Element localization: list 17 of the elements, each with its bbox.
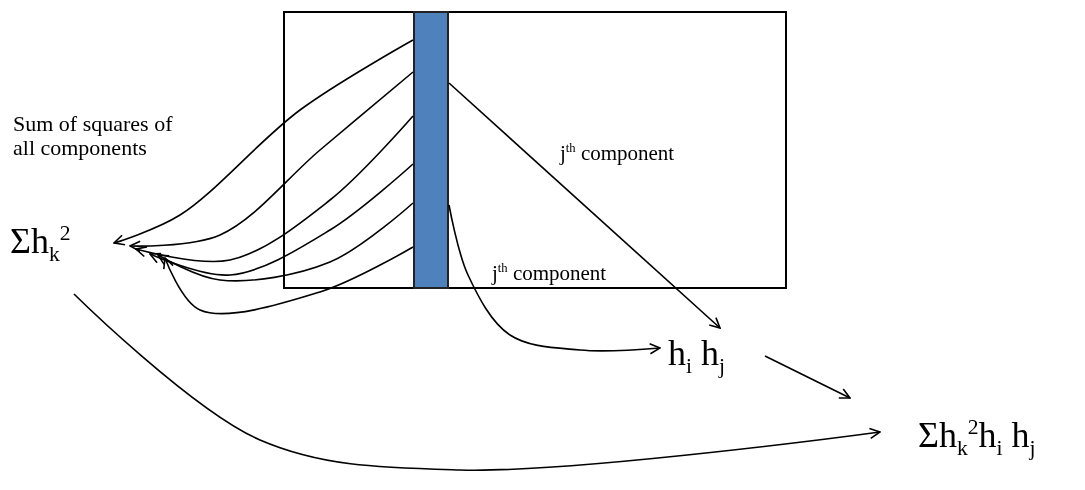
arrow [135,115,414,263]
arrow [448,204,661,355]
frame-rectangle [283,11,787,289]
arrow [764,355,851,399]
formula-text: h$_{i}$ h$_{j}$ [668,334,725,379]
edge-label: j$^{th}$ component [558,142,677,166]
formula-text: Σh$_{k}$$^{2}$h$_{i}$ h$_{j}$ [918,416,1036,461]
arrow [73,293,881,471]
arrow [149,163,414,276]
arrow [129,71,414,252]
edge-label: j$^{th}$ component [490,262,609,286]
arrow [157,202,414,282]
arrow [448,82,721,329]
column-bar [413,11,449,289]
caption-text: Sum of squares of all components [13,112,174,161]
arrow [113,39,414,246]
arrow [163,246,414,315]
